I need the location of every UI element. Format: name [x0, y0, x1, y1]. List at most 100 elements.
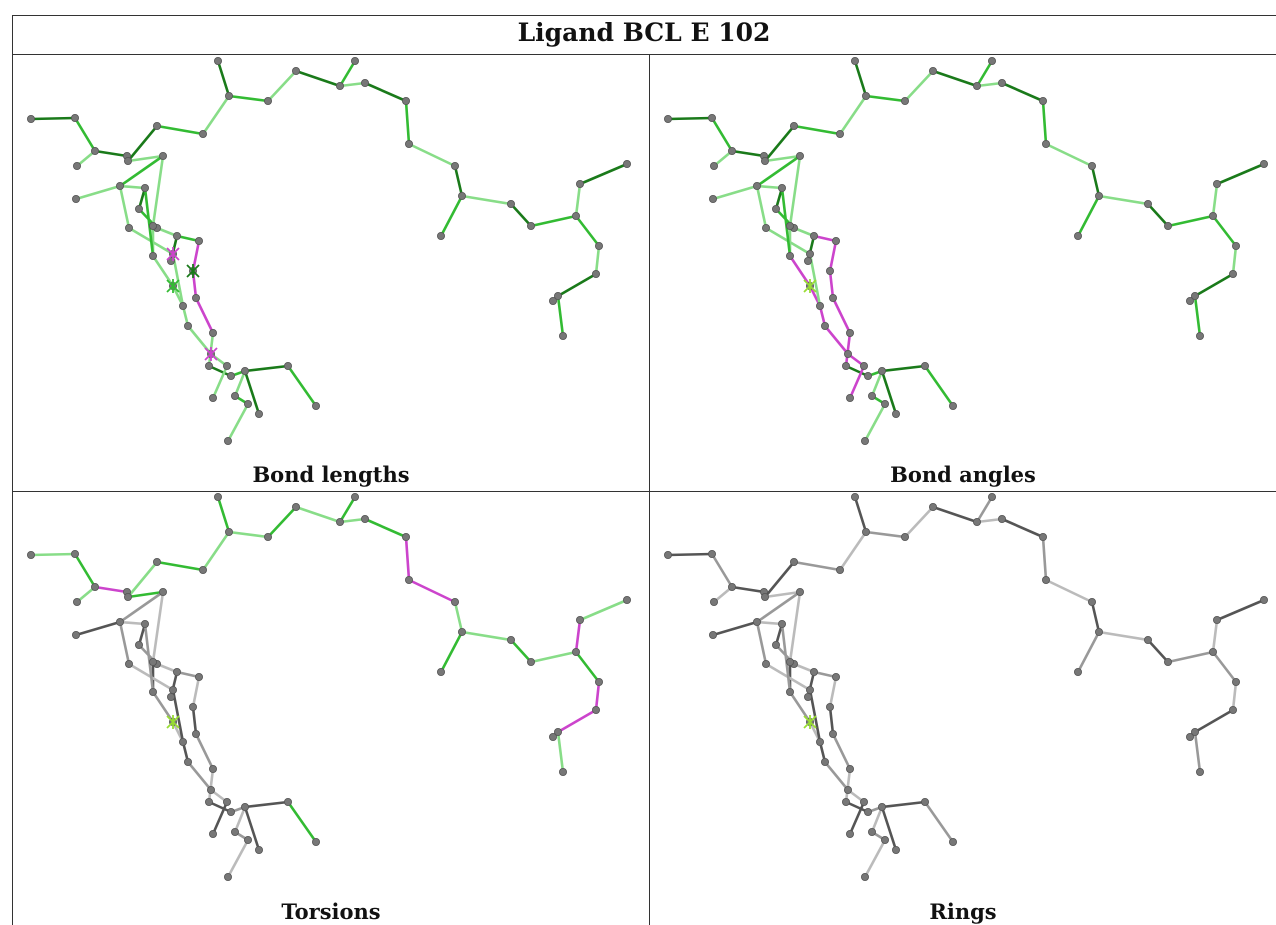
bond: [74, 184, 122, 201]
bond: [338, 517, 367, 524]
bond: [1041, 535, 1048, 582]
bond: [870, 805, 884, 834]
atom: [828, 293, 837, 302]
atom: [191, 729, 200, 738]
atom: [592, 269, 601, 278]
atom: [1191, 727, 1200, 736]
bond: [363, 517, 408, 539]
bond: [460, 630, 513, 642]
bond: [126, 590, 165, 599]
bond: [1044, 142, 1094, 168]
atom: [789, 558, 798, 567]
bond: [191, 705, 198, 736]
atom: [208, 393, 217, 402]
bond: [404, 535, 411, 582]
atom: [663, 115, 672, 124]
atom: [1087, 598, 1096, 607]
atom: [254, 845, 263, 854]
bond: [710, 116, 734, 153]
atom: [843, 785, 852, 794]
atom: [178, 737, 187, 746]
atom: [820, 757, 829, 766]
bond: [118, 590, 165, 624]
atom: [1041, 140, 1050, 149]
bond: [1146, 638, 1170, 664]
bond: [1231, 244, 1238, 276]
atom: [506, 635, 515, 644]
bond: [509, 202, 533, 228]
atom: [1164, 657, 1173, 666]
atom: [450, 598, 459, 607]
atom: [1213, 616, 1222, 625]
atom: [820, 321, 829, 330]
atom: [997, 78, 1006, 87]
bond: [863, 402, 887, 443]
atom: [73, 598, 82, 607]
atom: [436, 667, 445, 676]
bond: [755, 620, 784, 626]
bond: [529, 214, 578, 228]
bond: [848, 800, 866, 836]
bond: [294, 505, 342, 524]
atom: [222, 361, 231, 370]
bond: [844, 767, 852, 804]
atom: [263, 97, 272, 106]
bond: [211, 800, 229, 836]
bond: [243, 364, 290, 373]
atom: [900, 533, 909, 542]
bond: [201, 94, 231, 136]
atom: [850, 57, 859, 65]
atom: [457, 191, 466, 200]
atom: [311, 837, 320, 846]
bond: [931, 505, 979, 524]
bond: [1000, 517, 1045, 539]
bond: [903, 69, 935, 103]
atom: [240, 802, 249, 811]
atom: [592, 705, 601, 714]
bond: [864, 94, 907, 103]
bond: [844, 800, 870, 814]
bond: [574, 182, 582, 218]
bond: [864, 530, 907, 539]
atom: [158, 588, 167, 597]
atom: [335, 517, 344, 526]
atom: [785, 687, 794, 696]
bond: [407, 578, 457, 604]
bond: [975, 59, 994, 88]
bond: [286, 800, 318, 844]
atom: [987, 57, 996, 65]
bond: [243, 805, 261, 852]
bond: [831, 296, 852, 335]
atom: [124, 593, 133, 602]
atom: [404, 140, 413, 149]
bond: [266, 69, 298, 103]
bond: [1211, 618, 1219, 654]
grid-divider-vertical: [649, 55, 650, 925]
bond: [201, 530, 231, 572]
atom: [124, 157, 133, 166]
atom: [148, 221, 157, 230]
atom: [204, 361, 213, 370]
atom: [761, 593, 770, 602]
bond: [780, 186, 792, 258]
bond: [363, 81, 408, 103]
atom: [815, 301, 824, 310]
atom: [805, 685, 814, 694]
bond: [233, 369, 247, 398]
bond: [126, 124, 159, 163]
atom: [401, 533, 410, 542]
atom: [191, 293, 200, 302]
bond: [126, 154, 165, 163]
bond: [1044, 578, 1094, 604]
bond: [191, 675, 201, 709]
bond: [828, 705, 835, 736]
atom: [1232, 677, 1241, 686]
atom: [1041, 576, 1050, 585]
bond: [226, 402, 250, 443]
bond: [788, 690, 812, 724]
bond: [1231, 680, 1238, 712]
bond: [931, 69, 979, 88]
atom: [841, 797, 850, 806]
panel-torsions: Torsions: [13, 492, 649, 925]
atom: [1229, 269, 1238, 278]
